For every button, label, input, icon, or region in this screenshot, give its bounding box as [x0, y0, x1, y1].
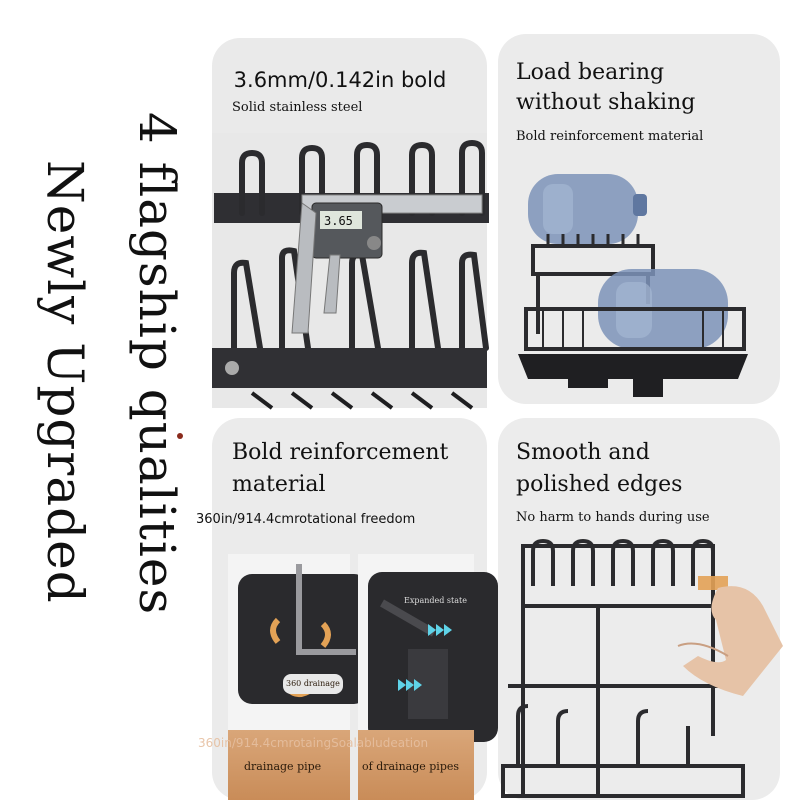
panel-heading-line2: without shaking [516, 90, 696, 115]
panel-rotational: Bold reinforcement material 360in/914.4c… [196, 418, 498, 800]
title-line-upgraded: Newly Upgraded [36, 160, 94, 604]
panel-subheading: Bold reinforcement material [516, 129, 704, 144]
panel-subheading: Solid stainless steel [232, 100, 363, 115]
panel-subheading: 360in/914.4cmrotational freedom [196, 512, 416, 527]
inset-drain-rotation: 360 drainage drainage pipe [228, 554, 368, 800]
panel-heading-line2: polished edges [516, 472, 683, 497]
water-bottle-upper [528, 174, 647, 244]
overlay-watermark-text: 360in/914.4cmrotaingSoalabludeation [198, 736, 429, 750]
panel-heading: 3.6mm/0.142in bold [233, 68, 447, 92]
inset-caption-left: drainage pipe [244, 760, 322, 773]
panel-smooth-edges: Smooth and polished edges No harm to han… [498, 418, 783, 800]
panel-heading-line1: Bold reinforcement [232, 440, 449, 465]
expanded-state-label: Expanded state [404, 596, 467, 605]
panel-subheading: No harm to hands during use [516, 510, 710, 525]
panel-load-bearing: Load bearing without shaking Bold reinfo… [498, 34, 780, 404]
rack-closeup-photo: 3.65 [212, 133, 489, 410]
orange-caption-band [358, 730, 474, 800]
decorative-dot [177, 433, 183, 439]
panel-heading-line1: Smooth and [516, 440, 650, 465]
panel-heading-line1: Load bearing [516, 60, 665, 85]
inset-caption-right: of drainage pipes [362, 760, 460, 773]
panel-stainless-steel: 3.6mm/0.142in bold Solid stainless steel… [212, 38, 489, 410]
caliper-reading: 3.65 [324, 214, 353, 228]
title-line-flagship: 4 flagship qualities [128, 112, 186, 616]
orange-caption-band [228, 730, 350, 800]
rack-with-hand-photo [501, 538, 783, 798]
rack-with-bottles-photo [518, 174, 748, 397]
inset-expanded-state: Expanded state of drainage pipes [358, 554, 498, 800]
panel-heading-line2: material [232, 472, 326, 497]
drainage-label: 360 drainage [286, 679, 340, 688]
